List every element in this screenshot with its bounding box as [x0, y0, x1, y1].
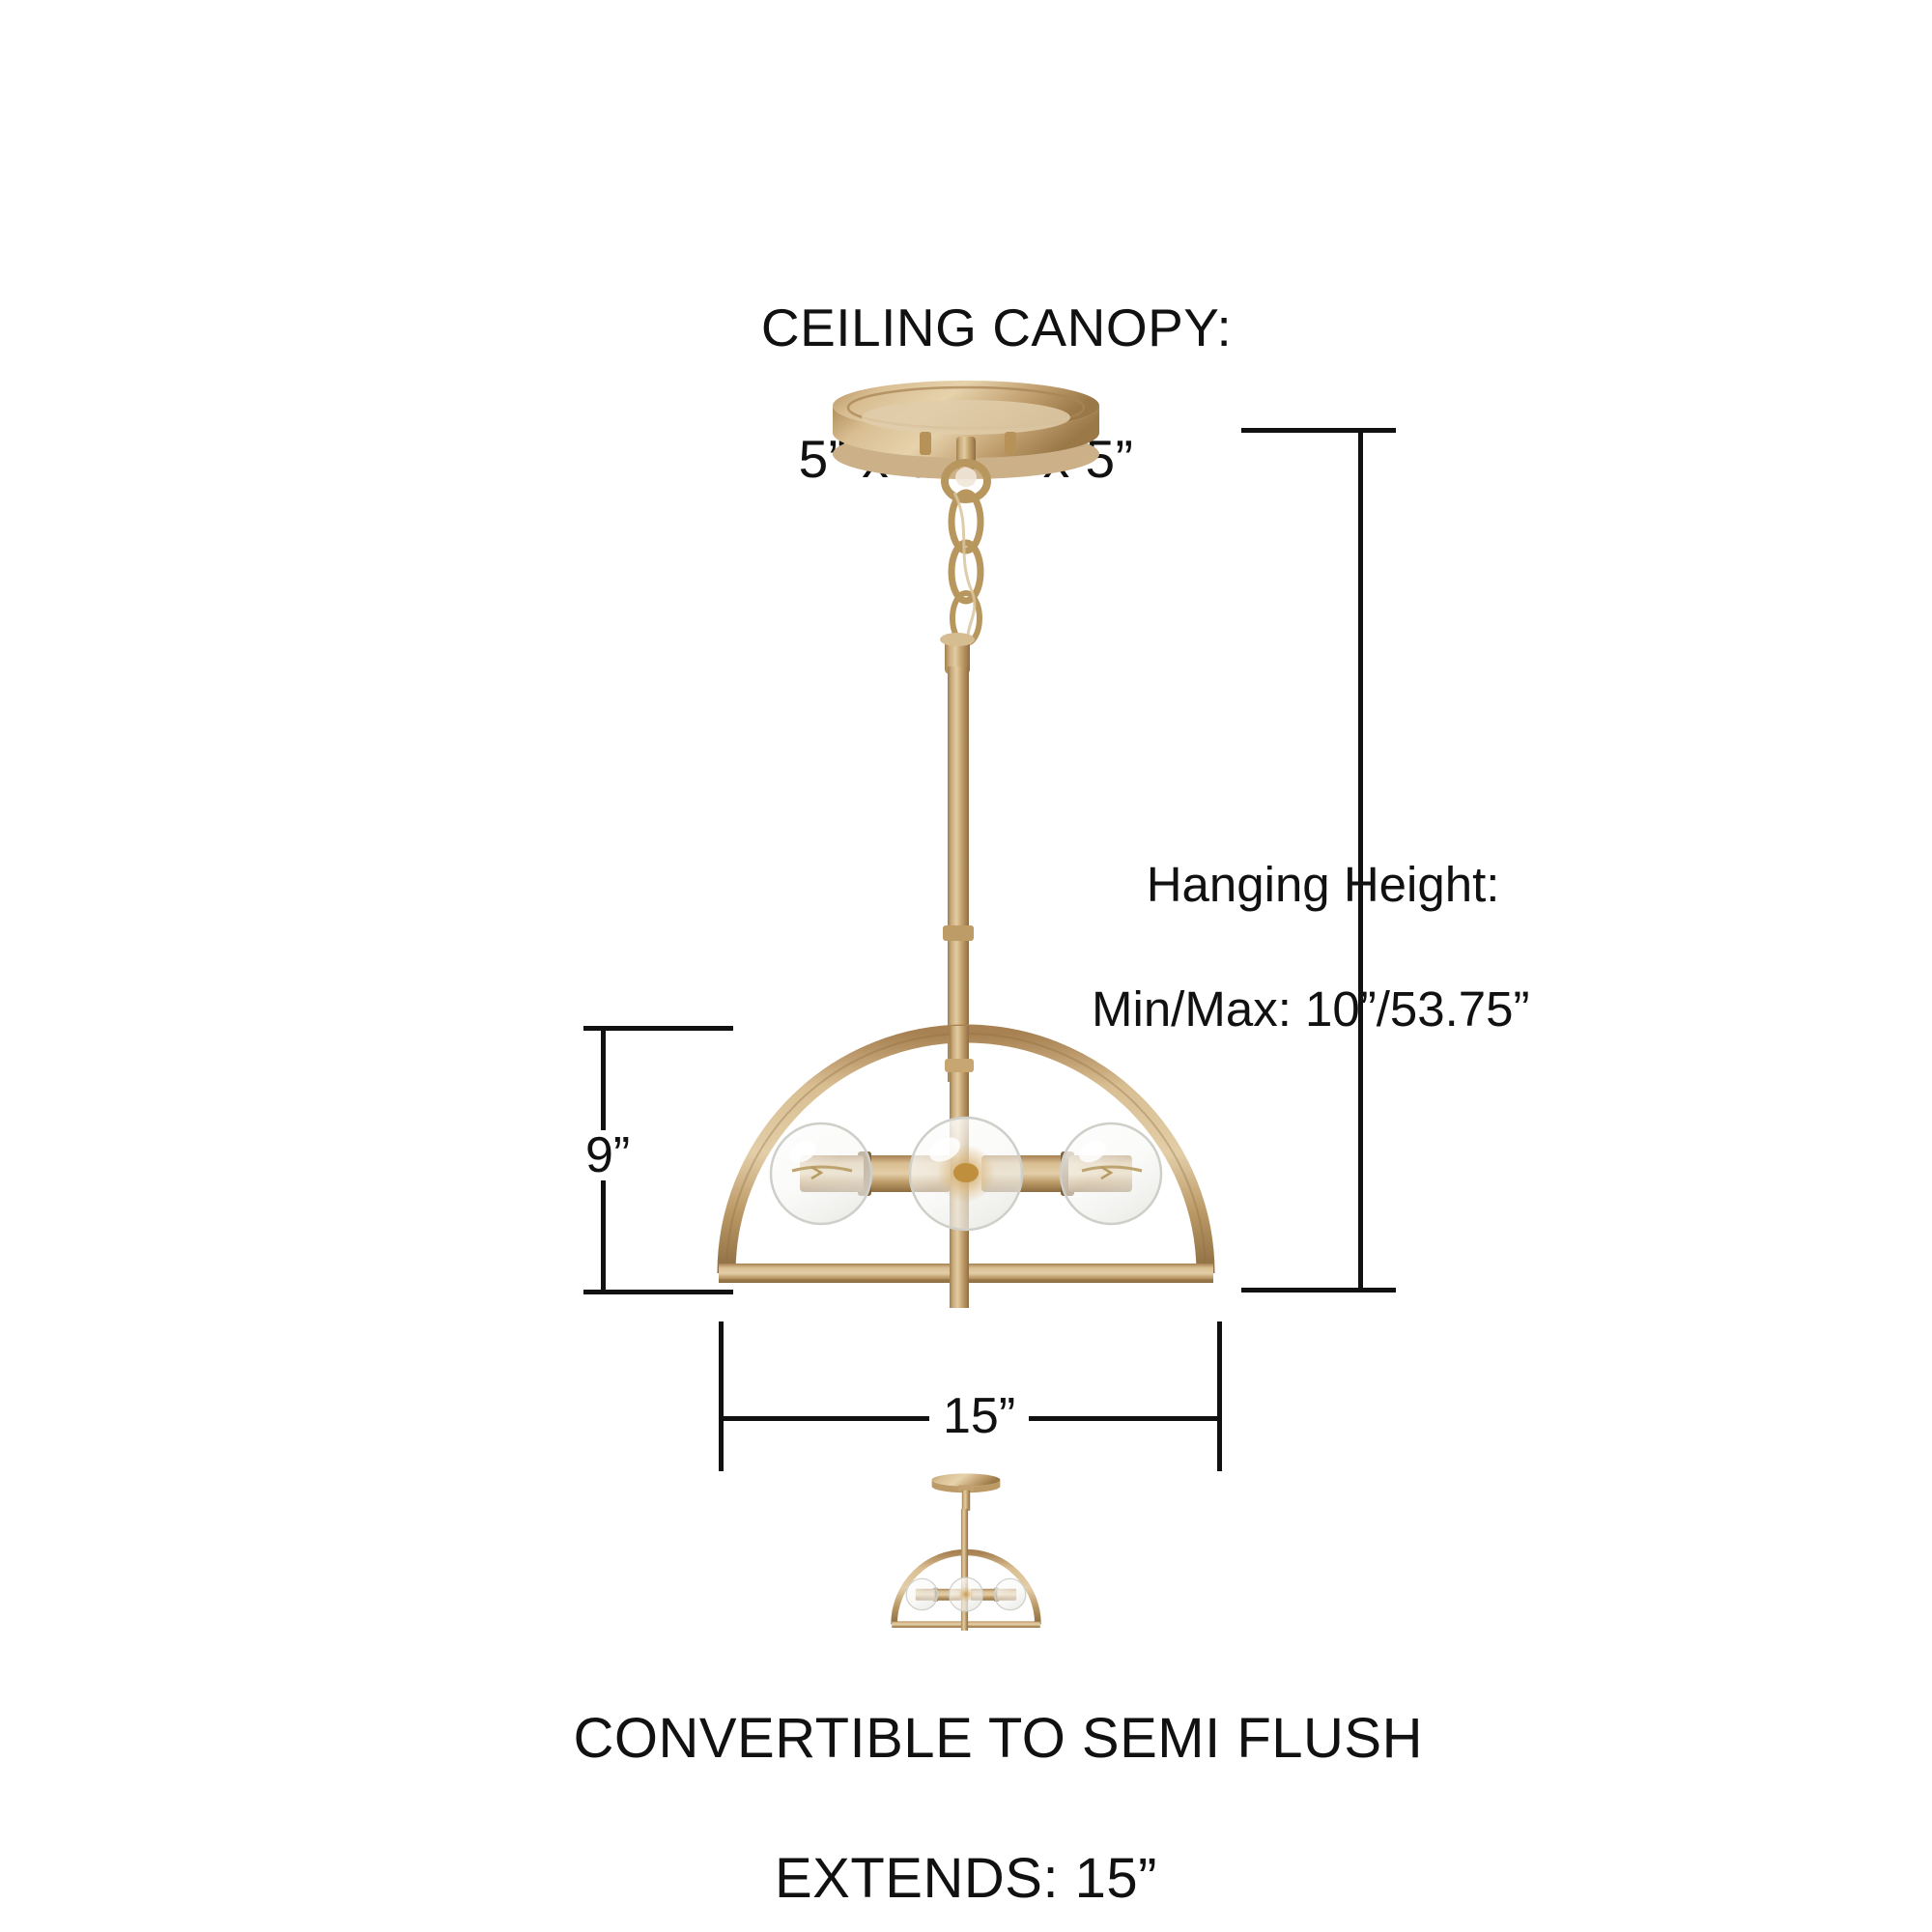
- convertible-caption: CONVERTIBLE TO SEMI FLUSH EXTENDS: 15”: [0, 1640, 1932, 1932]
- center-stem-through-arc: [945, 1026, 974, 1308]
- width-dim-left-extension: [719, 1321, 724, 1471]
- downrod-stem: [940, 633, 975, 1082]
- hanging-height-line1: Hanging Height:: [1146, 857, 1500, 913]
- height-dim-label: 9”: [572, 1130, 644, 1180]
- bulb-left: [769, 1122, 873, 1226]
- socket-arms: [800, 1151, 1132, 1196]
- bulb-center: [908, 1116, 1024, 1232]
- convertible-caption-line2: EXTENDS: 15”: [775, 1847, 1157, 1911]
- ceiling-canopy-line2: 5” x 0.75” x 5”: [798, 428, 1134, 489]
- hanging-dim-top-tick: [1241, 428, 1396, 433]
- width-dim-right-extension: [1217, 1321, 1222, 1471]
- ceiling-canopy-line1: CEILING CANOPY:: [760, 297, 1233, 357]
- semi-flush-fixture: [891, 1473, 1041, 1631]
- height-dim-top-tick: [583, 1026, 733, 1031]
- height-dim-bottom-tick: [583, 1290, 733, 1294]
- hanging-dim-bottom-tick: [1241, 1288, 1396, 1293]
- ceiling-canopy-spec: CEILING CANOPY: 5” x 0.75” x 5”: [0, 234, 1932, 615]
- width-dim-label: 15”: [929, 1391, 1030, 1441]
- hanging-height-spec: Hanging Height: Min/Max: 10”/53.75”: [1092, 798, 1671, 1154]
- convertible-caption-line1: CONVERTIBLE TO SEMI FLUSH: [573, 1707, 1423, 1771]
- hanging-dim-vertical-line: [1358, 428, 1363, 1293]
- hanging-height-line2: Min/Max: 10”/53.75”: [1092, 980, 1530, 1037]
